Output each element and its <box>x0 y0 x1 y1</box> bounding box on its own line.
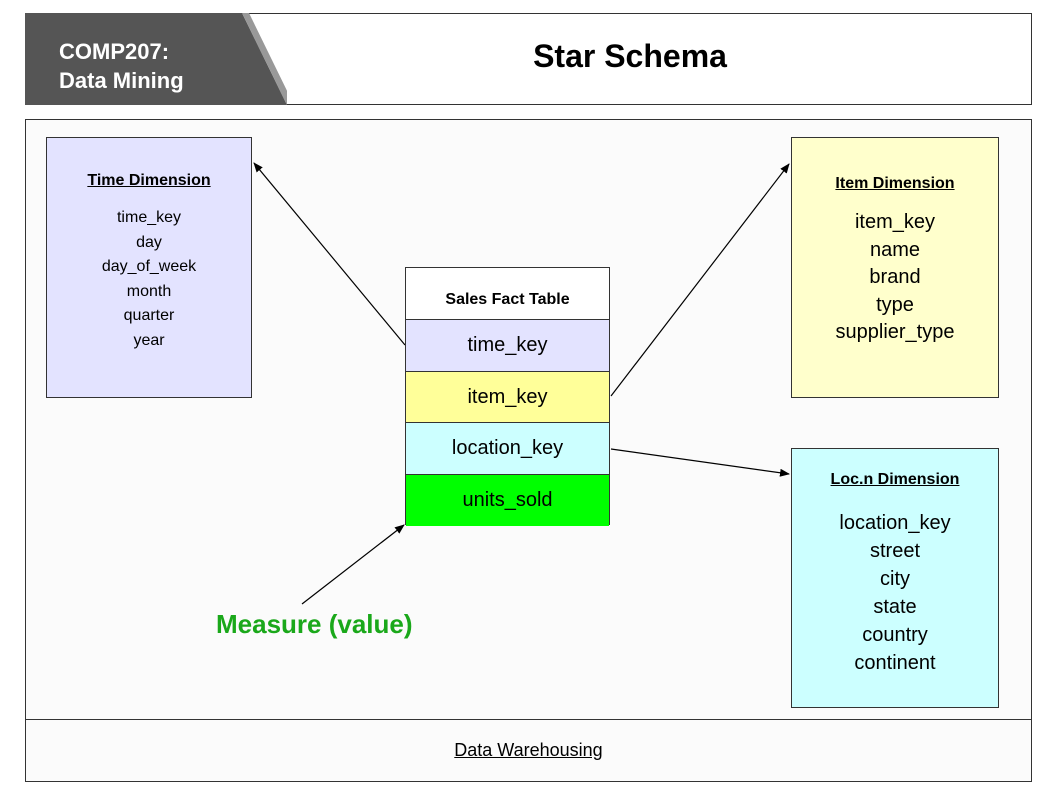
arrow-fact-to-time <box>253 162 406 346</box>
item-attr: item_key <box>854 211 936 233</box>
location-attr: continent <box>854 652 936 674</box>
course-badge-shape <box>25 13 287 105</box>
sales-fact-table: Sales Fact Table time_key item_key locat… <box>405 267 610 526</box>
fact-table-title: Sales Fact Table <box>406 268 609 320</box>
time-attr: time_key <box>116 209 182 226</box>
time-dimension-title: Time Dimension <box>87 172 211 189</box>
location-attr: street <box>869 540 921 562</box>
arrow-fact-to-item <box>610 163 790 397</box>
fact-row-location-key: location_key <box>406 423 609 475</box>
time-attr: month <box>126 282 172 300</box>
item-attr: type <box>876 293 914 316</box>
slide-title: Star Schema <box>533 38 727 74</box>
fact-row-item-key: item_key <box>406 371 609 423</box>
fact-row-units-sold: units_sold <box>406 474 609 526</box>
time-attr: day <box>136 233 162 251</box>
location-attr: country <box>862 624 928 646</box>
course-code: COMP207: <box>59 39 170 64</box>
course-badge: COMP207: Data Mining <box>25 13 287 105</box>
location-dimension-title: Loc.n Dimension <box>830 471 960 488</box>
location-attr: location_key <box>839 512 951 534</box>
measure-label: Measure (value) <box>216 609 413 639</box>
item-dimension-title: Item Dimension <box>835 175 955 192</box>
time-dimension-box: Time Dimension time_key day day_of_week … <box>46 137 252 398</box>
time-attr: day_of_week <box>101 258 197 275</box>
location-dimension-box: Loc.n Dimension location_key street city… <box>791 448 999 708</box>
item-attr: brand <box>869 266 921 288</box>
item-attr: supplier_type <box>835 321 955 343</box>
fact-row-time-key: time_key <box>406 320 609 372</box>
course-name: Data Mining <box>59 68 184 93</box>
item-dimension-box: Item Dimension item_key name brand type … <box>791 137 999 398</box>
location-attr: state <box>873 596 917 618</box>
item-attr: name <box>869 238 921 261</box>
footer-text: Data Warehousing <box>454 740 603 760</box>
location-attr: city <box>880 568 910 590</box>
footer-divider <box>25 719 1032 720</box>
time-attr: quarter <box>123 307 175 324</box>
arrow-fact-to-location <box>610 448 790 477</box>
time-attr: year <box>133 331 165 349</box>
arrow-measure-to-units <box>301 524 405 605</box>
